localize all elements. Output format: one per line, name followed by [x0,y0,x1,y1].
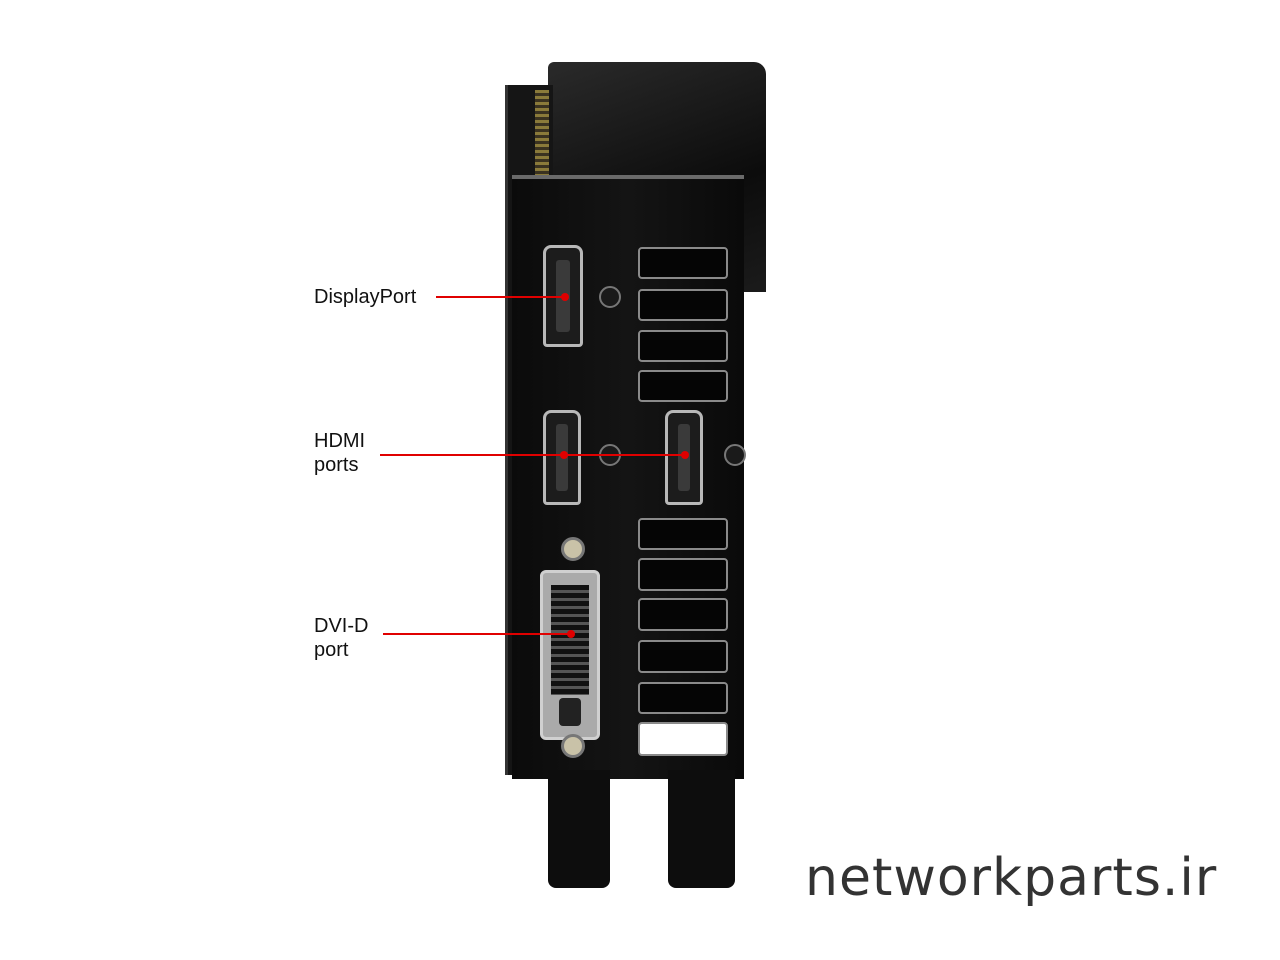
bracket-tab-right [668,770,735,888]
label-dvi-2: port [314,639,349,661]
callout-line-hdmi [380,454,685,456]
callout-line-displayport [436,296,565,298]
callout-dot [561,293,569,301]
vent [638,330,728,362]
label-hdmi-1: HDMI [314,430,366,452]
bracket-tab-left [548,770,610,888]
label-hdmi-2: ports [314,454,359,476]
dvi-connector [540,570,600,740]
callout-dot [681,451,689,459]
vent [638,247,728,279]
vent [638,558,728,591]
vent [638,289,728,321]
vent [638,640,728,673]
callout-dot [560,451,568,459]
screw-icon [599,286,621,308]
vent [638,722,728,756]
dvi-hex-screw [561,537,585,561]
screw-icon [724,444,746,466]
label-displayport: DisplayPort [314,286,417,308]
label-dvi-1: DVI-D [314,615,369,637]
vent [638,518,728,550]
watermark: networkparts.ir [805,848,1218,908]
vent [638,370,728,402]
vent [638,682,728,714]
callout-dot [567,630,575,638]
callout-line-dvi [383,633,571,635]
vent [638,598,728,631]
gold-contacts [535,90,549,175]
dvi-hex-screw [561,734,585,758]
